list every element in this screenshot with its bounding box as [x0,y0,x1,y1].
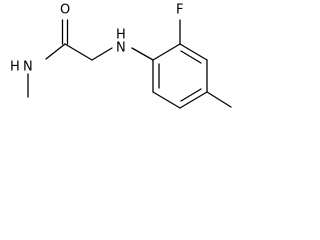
amide-nitrogen-label: N [23,60,33,75]
amine-hydrogen-label: H [116,28,126,43]
amine-to-ring-bond [131,47,154,61]
carbonyl-carbon-to-ch2-bond [64,43,93,61]
fluorine-label: F [176,3,183,18]
ring-bond-c2-c3 [179,43,208,61]
background [0,0,262,131]
ring-inner-double-bond-c4-c5 [180,88,202,102]
ring-inner-double-bond-c2-c3 [180,50,202,64]
ring-bond-c1-c2 [152,43,181,61]
carbonyl-carbon-to-nh-bond [45,43,66,60]
ch2-to-amine-bond [91,47,113,61]
ring-bond-c5-c6 [152,91,181,109]
ring-to-methyl-bond [206,91,232,108]
amide-hydrogen-label: H [10,60,20,75]
chemical-structure: O H N H N F [0,0,262,131]
amine-nitrogen-label: N [116,41,126,56]
ring-bond-c4-c5 [179,91,208,109]
oxygen-label: O [60,3,70,18]
